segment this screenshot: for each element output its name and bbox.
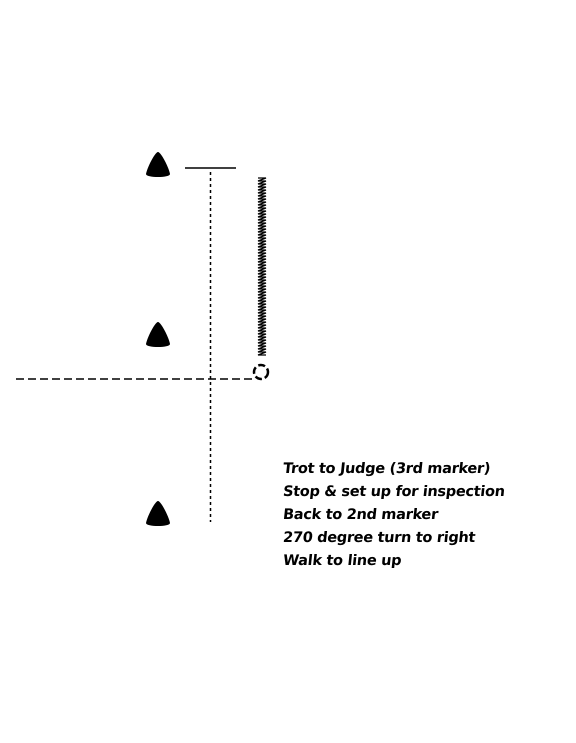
instruction-step-5: Walk to line up [282, 553, 403, 569]
instruction-step-1: Trot to Judge (3rd marker) [282, 461, 492, 477]
cone-marker-1-icon [146, 501, 170, 526]
turn-circle [252, 363, 270, 381]
back-up-path [257, 177, 267, 356]
cone-marker-2-icon [146, 322, 170, 347]
instruction-step-4: 270 degree turn to right [282, 530, 476, 546]
instructions-list: Trot to Judge (3rd marker) Stop & set up… [282, 458, 506, 573]
instruction-step-2: Stop & set up for inspection [282, 484, 506, 500]
instruction-step-3: Back to 2nd marker [282, 507, 439, 523]
cone-marker-3-icon [146, 152, 170, 177]
